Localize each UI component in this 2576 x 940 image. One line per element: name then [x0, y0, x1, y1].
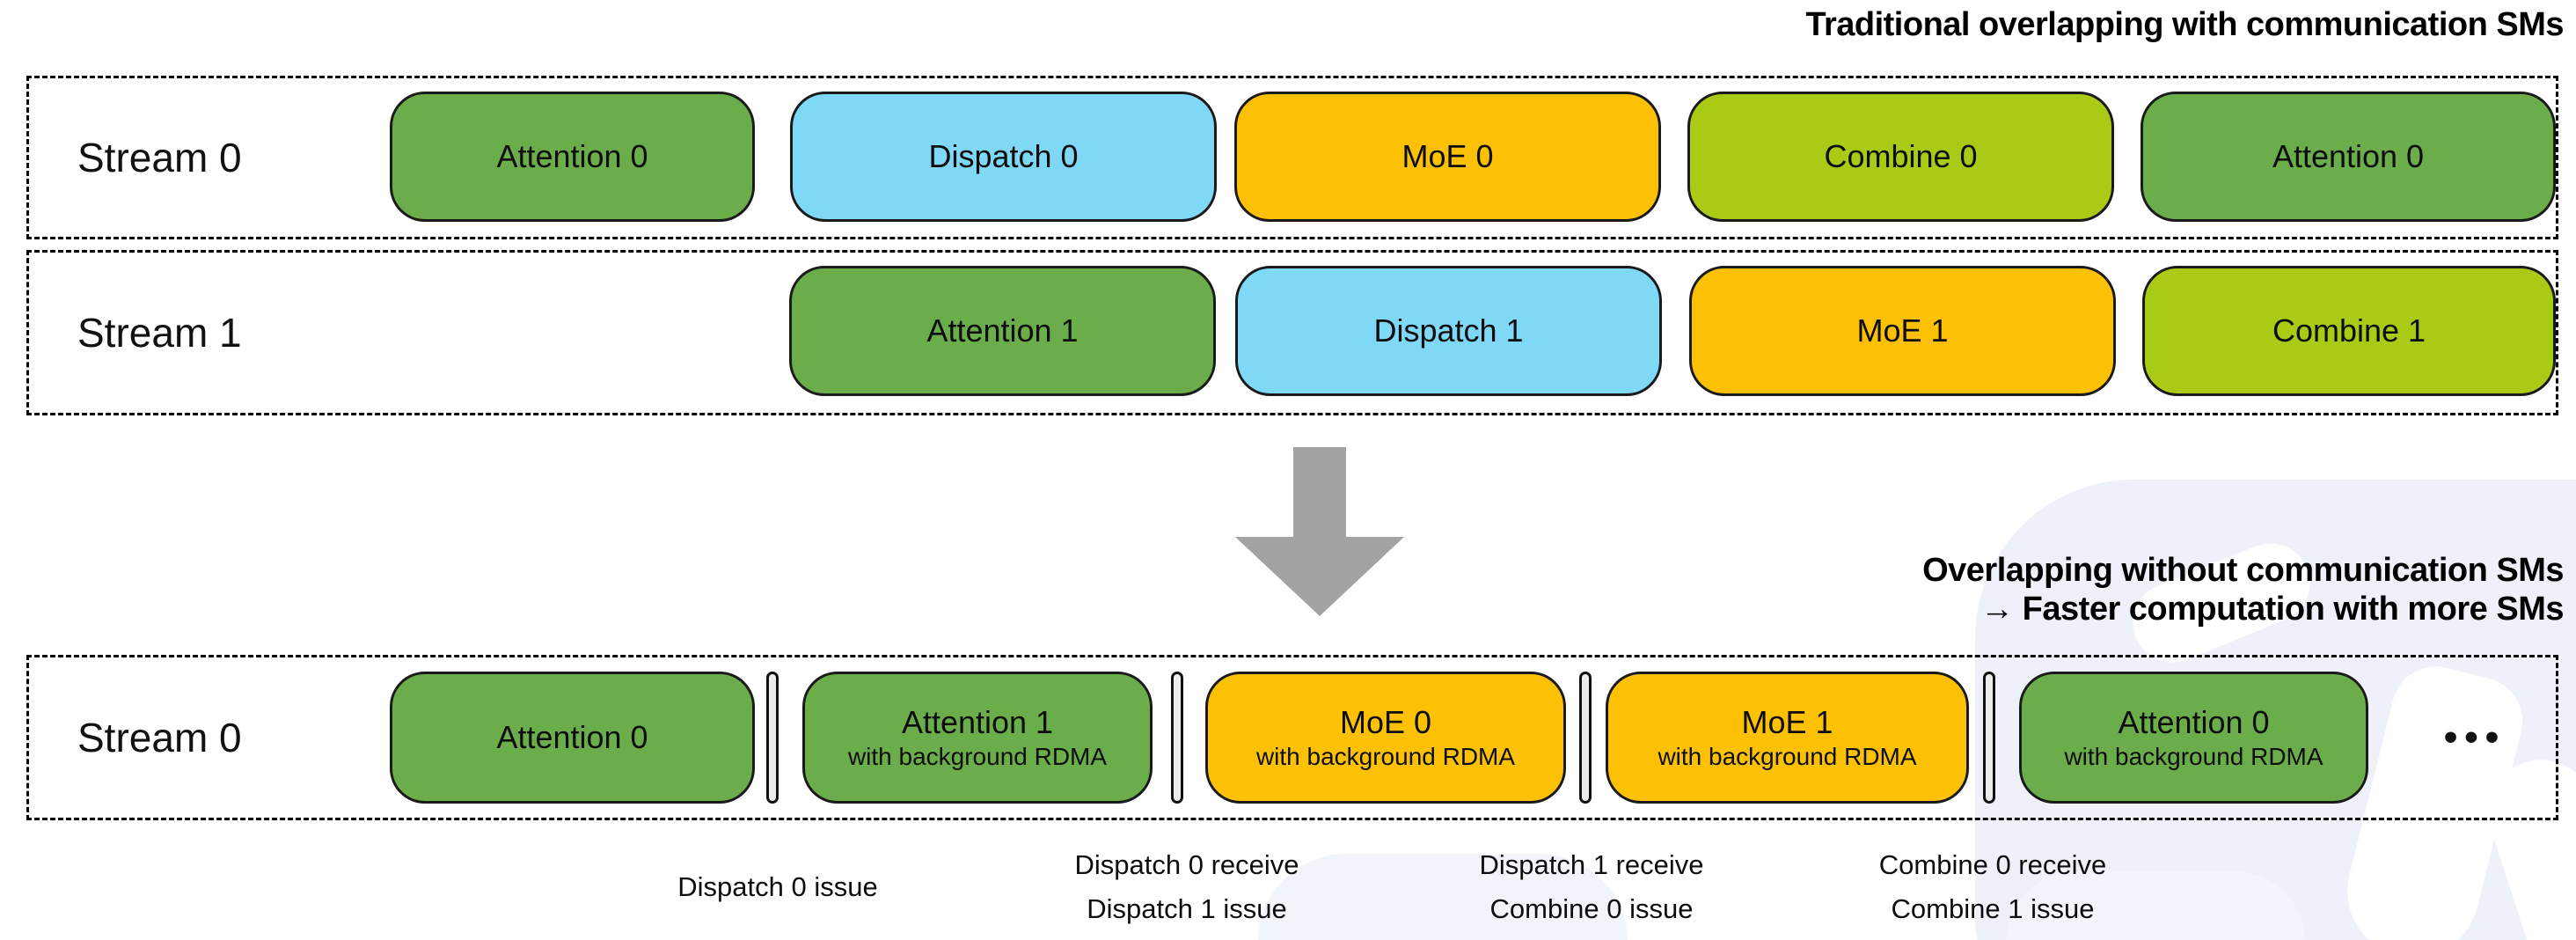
task-box-attention-0-next: Attention 0 [2141, 92, 2556, 222]
title-line-2: → Faster computation with more SMs [1980, 591, 2564, 628]
task-box-attention-1: Attention 1 [789, 266, 1216, 396]
annotation-combine-0-receive: Combine 0 receive Combine 1 issue [1879, 841, 2106, 933]
task-label: Attention 1 [926, 312, 1079, 349]
annotation-line: Combine 0 receive [1878, 849, 2107, 880]
task-sublabel: with background RDMA [1658, 743, 1917, 770]
annotation-dispatch-0-receive: Dispatch 0 receive Dispatch 1 issue [1074, 841, 1299, 933]
task-box-dispatch-0: Dispatch 0 [790, 92, 1217, 222]
annotation-line: Combine 1 issue [1891, 893, 2095, 924]
stream-separator [1579, 672, 1592, 804]
down-arrow-icon [1235, 447, 1404, 616]
task-sublabel: with background RDMA [1255, 743, 1516, 770]
task-sublabel: with background RDMA [847, 743, 1108, 770]
continuation-ellipsis: ••• [2443, 716, 2506, 759]
task-sublabel: with background RDMA [2064, 743, 2324, 770]
annotation-dispatch-0-issue: Dispatch 0 issue [677, 841, 877, 933]
task-box-moe-1-rdma: MoE 1 with background RDMA [1606, 672, 1969, 804]
stream-separator [1171, 672, 1183, 804]
task-box-attention-1-rdma: Attention 1 with background RDMA [802, 672, 1153, 804]
task-box-moe-0: MoE 0 [1234, 92, 1661, 222]
annotation-dispatch-1-receive: Dispatch 1 receive Combine 0 issue [1479, 841, 1703, 933]
task-label: Attention 0 [2272, 138, 2425, 174]
stream0-row-traditional: Stream 0 Attention 0 Dispatch 0 MoE 0 Co… [26, 76, 2558, 239]
task-box-combine-0: Combine 0 [1687, 92, 2114, 222]
task-label: Attention 1 [901, 704, 1054, 740]
stream0-label: Stream 0 [77, 135, 242, 180]
task-box-attention-0: Attention 0 [390, 92, 755, 222]
task-label: Attention 0 [496, 138, 648, 174]
stream0-row-optimized: Stream 0 Attention 0 Attention 1 with ba… [26, 655, 2558, 820]
annotation-line: Dispatch 0 issue [677, 871, 878, 902]
stream0-label: Stream 0 [77, 715, 242, 760]
stream-separator [766, 672, 779, 804]
annotation-line: Dispatch 1 receive [1479, 849, 1704, 880]
task-label: MoE 0 [1339, 704, 1432, 740]
task-label: Combine 0 [1824, 138, 1978, 174]
title-line-1: Overlapping without communication SMs [1922, 552, 2564, 589]
task-label: Attention 0 [2118, 704, 2270, 740]
title-overlapping-without-sms: Overlapping without communication SMs → … [1922, 551, 2564, 628]
title-traditional-overlapping: Traditional overlapping with communicati… [1805, 6, 2564, 43]
task-label: Combine 1 [2272, 312, 2426, 349]
background-watermark-shape [1258, 854, 1628, 940]
task-box-attention-0-rdma: Attention 0 with background RDMA [2019, 672, 2368, 804]
task-box-moe-1: MoE 1 [1689, 266, 2116, 396]
stream1-label: Stream 1 [77, 310, 242, 356]
background-watermark-shape [2006, 871, 2305, 940]
annotation-line: Combine 0 issue [1489, 893, 1694, 924]
stream-separator [1983, 672, 1995, 804]
annotation-line: Dispatch 0 receive [1074, 849, 1299, 880]
task-label: MoE 1 [1741, 704, 1833, 740]
annotation-line: Dispatch 1 issue [1087, 893, 1287, 924]
task-label: MoE 0 [1401, 138, 1494, 174]
task-label: MoE 1 [1856, 312, 1949, 349]
task-label: Dispatch 1 [1373, 312, 1524, 349]
task-box-moe-0-rdma: MoE 0 with background RDMA [1205, 672, 1566, 804]
task-box-attention-0: Attention 0 [390, 672, 755, 804]
stream1-row-traditional: Stream 1 Attention 1 Dispatch 1 MoE 1 Co… [26, 250, 2558, 415]
task-box-combine-1: Combine 1 [2142, 266, 2556, 396]
task-label: Dispatch 0 [928, 138, 1079, 174]
task-box-dispatch-1: Dispatch 1 [1235, 266, 1662, 396]
task-label: Attention 0 [496, 719, 648, 755]
